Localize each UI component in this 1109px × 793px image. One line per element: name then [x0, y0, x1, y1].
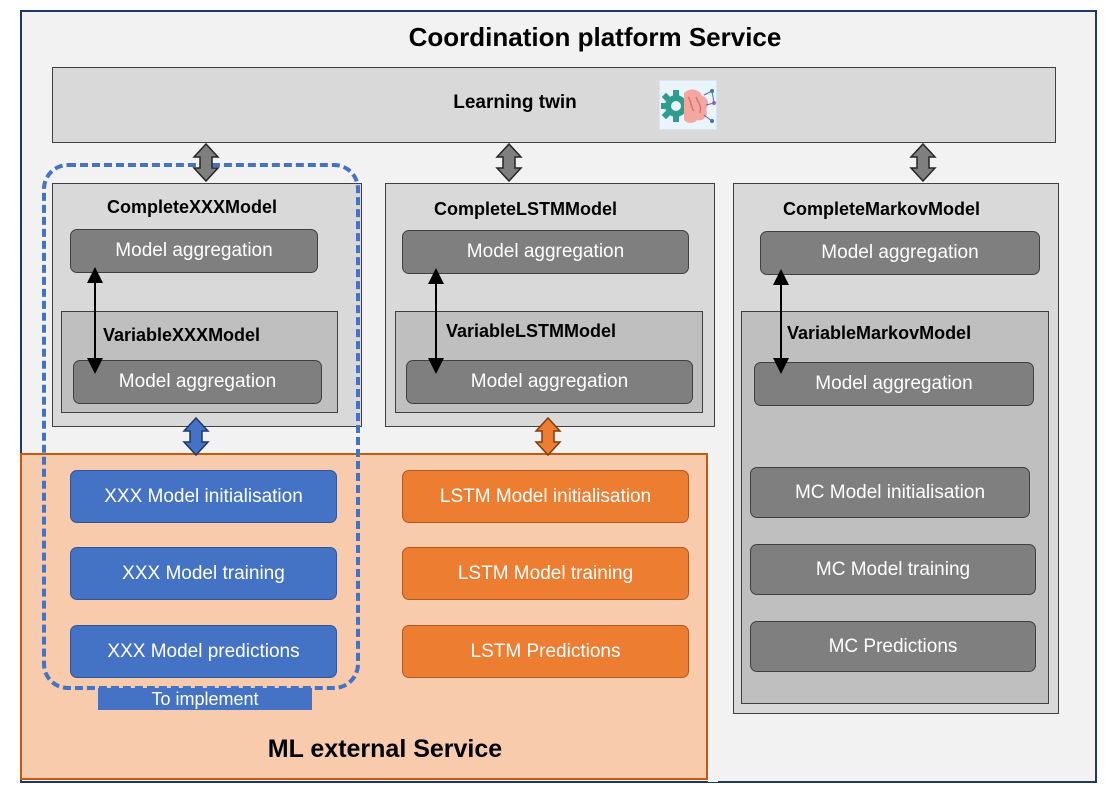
lstm-model-initialisation: LSTM Model initialisation: [402, 470, 689, 523]
lstm-model-aggregation: Model aggregation: [402, 230, 689, 274]
double-arrow-lstm-ml: [534, 416, 562, 457]
markov-model-aggregation: Model aggregation: [760, 231, 1040, 275]
markov-variable-model-aggregation: Model aggregation: [754, 362, 1034, 406]
complete-lstm-model-title: CompleteLSTMModel: [434, 199, 617, 219]
xxx-model-aggregation: Model aggregation: [70, 229, 318, 273]
lstm-predictions: LSTM Predictions: [402, 625, 689, 678]
learning-twin-box: [52, 67, 1056, 143]
xxx-variable-model-aggregation: Model aggregation: [73, 360, 322, 404]
mc-predictions: MC Predictions: [750, 621, 1036, 672]
xxx-model-initialisation: XXX Model initialisation: [70, 470, 337, 523]
ml-service-title: ML external Service: [267, 735, 503, 763]
complete-xxx-model-title: CompleteXXXModel: [107, 197, 278, 217]
variable-lstm-model-title: VariableLSTMModel: [446, 321, 617, 341]
mc-model-training: MC Model training: [750, 544, 1036, 595]
double-arrow-twin-xxx: [192, 142, 220, 183]
to-implement-label: To implement: [98, 688, 312, 710]
double-arrow-twin-markov: [909, 142, 937, 183]
lstm-model-training: LSTM Model training: [402, 547, 689, 600]
service-divider: [708, 443, 718, 782]
learning-twin-label: Learning twin: [453, 92, 577, 113]
double-arrow-twin-lstm: [495, 142, 523, 183]
xxx-model-training: XXX Model training: [70, 547, 337, 600]
complete-markov-model-title: CompleteMarkovModel: [783, 199, 981, 219]
xxx-model-predictions: XXX Model predictions: [70, 625, 337, 678]
double-arrow-xxx-ml: [182, 416, 210, 457]
lstm-variable-model-aggregation: Model aggregation: [406, 360, 693, 404]
mc-model-initialisation: MC Model initialisation: [750, 467, 1030, 518]
variable-xxx-model-title: VariableXXXModel: [103, 325, 261, 345]
coordination-service-title: Coordination platform Service: [408, 22, 782, 52]
variable-markov-model-title: VariableMarkovModel: [787, 323, 972, 343]
brain-gear-icon: [659, 80, 717, 130]
